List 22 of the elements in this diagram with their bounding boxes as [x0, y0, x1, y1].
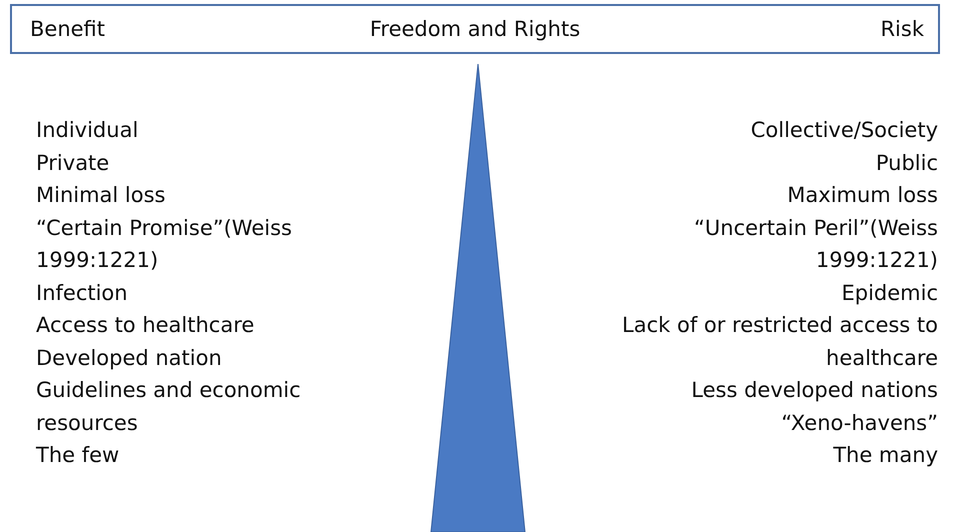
header-label: Freedom and Rights [370, 17, 580, 41]
header-label: Benefit [30, 17, 106, 41]
list-item: Access to healthcare [36, 312, 256, 339]
list-item: Infection [36, 280, 129, 306]
list-item: Maximum loss [786, 182, 938, 209]
list-item: Guidelines and economic resources [36, 377, 302, 436]
list-item: Epidemic [840, 280, 938, 306]
header-bar [10, 4, 940, 54]
list-item: Collective/Society [750, 117, 938, 144]
list-item: Individual [36, 117, 140, 144]
list-item: “Xeno-havens” [780, 410, 938, 436]
list-item: Less developed nations [690, 377, 938, 404]
header-label: Risk [880, 17, 924, 41]
list-item: The many [832, 442, 938, 469]
list-item: “Uncertain Peril”(Weiss 1999:1221) [693, 214, 938, 274]
list-item: Lack of or restricted access to healthcare [621, 312, 938, 372]
list-item: The few [36, 442, 120, 469]
list-item: Developed nation [36, 344, 223, 372]
list-item: Minimal loss [36, 182, 166, 209]
list-item: Private [36, 150, 110, 176]
list-item: “Certain Promise”(Weiss 1999:1221) [36, 214, 293, 274]
list-item: Public [874, 150, 938, 176]
